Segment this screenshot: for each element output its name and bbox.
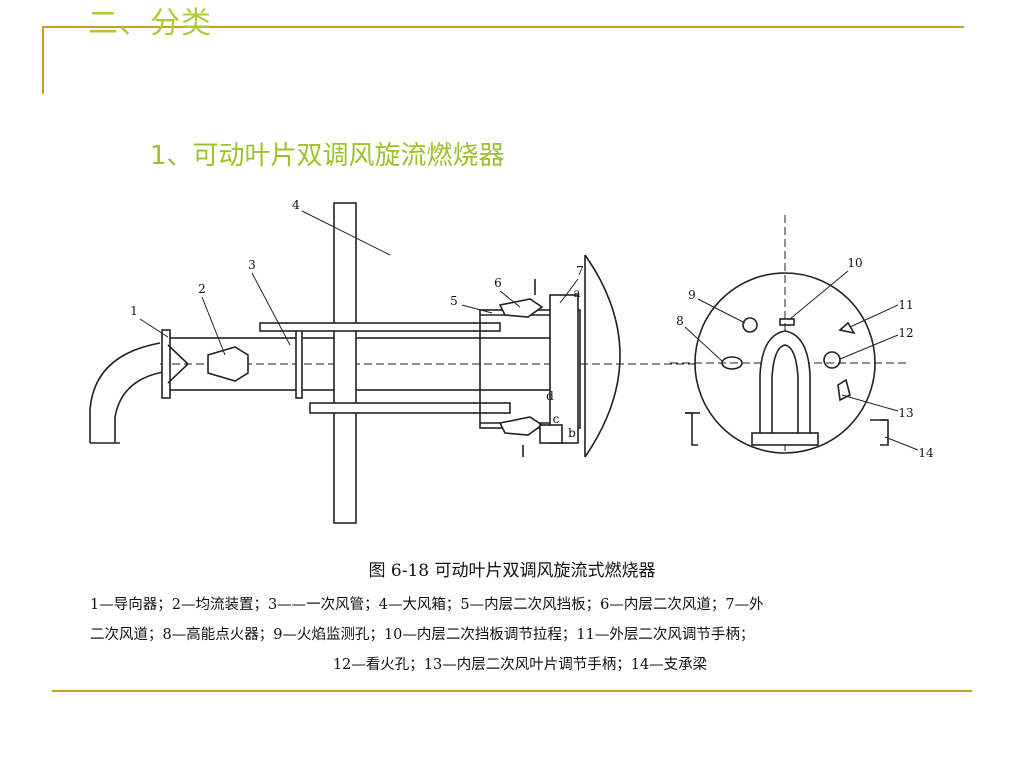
legend-line-3: 12—看火孔；13—内层二次风叶片调节手柄；14—支承梁 [332, 657, 708, 673]
label-14: 14 [918, 446, 934, 460]
label-1: 1 [130, 304, 138, 318]
guide-elbow-inner [114, 370, 171, 443]
label-6: 6 [494, 276, 502, 290]
legend-line-1: 1—导向器；2—均流装置；3——一次风管；4—大风箱；5—内层二次风挡板；6—内… [90, 597, 764, 613]
label-13: 13 [898, 406, 913, 420]
slide-subtitle: 1、可动叶片双调风旋流燃烧器 [150, 141, 505, 171]
frame-bottom-line [52, 690, 972, 692]
label-12: 12 [898, 326, 913, 340]
label-a: a [573, 286, 580, 300]
label-9: 9 [688, 288, 696, 302]
label-5: 5 [450, 294, 458, 308]
label-4: 4 [292, 198, 300, 212]
windbox-column [333, 202, 357, 524]
section-title: 二、分类 [88, 6, 212, 41]
frame-top-line [42, 26, 964, 28]
label-b: b [568, 426, 576, 440]
flow-device [207, 346, 249, 382]
label-3: 3 [248, 258, 256, 272]
burner-diagram: 1 2 3 4 5 6 7 a b c d 8 9 10 11 12 13 14 [89, 198, 934, 524]
label-d: d [546, 389, 554, 403]
label-2: 2 [198, 282, 206, 296]
legend-line-2: 二次风道；8—高能点火器；9—火焰监测孔；10—内层二次挡板调节拉程；11—外层… [90, 627, 755, 643]
label-7: 7 [576, 264, 584, 278]
figure-caption: 图 6-18 可动叶片双调风旋流式燃烧器 [368, 561, 656, 581]
furnace-wall [584, 254, 621, 458]
label-11: 11 [898, 298, 913, 312]
frame-left-line [42, 26, 44, 94]
label-10: 10 [847, 256, 862, 270]
label-8: 8 [676, 314, 684, 328]
guide-elbow-outer [89, 342, 161, 443]
front-view-duct [759, 330, 811, 440]
label-c: c [553, 412, 560, 426]
